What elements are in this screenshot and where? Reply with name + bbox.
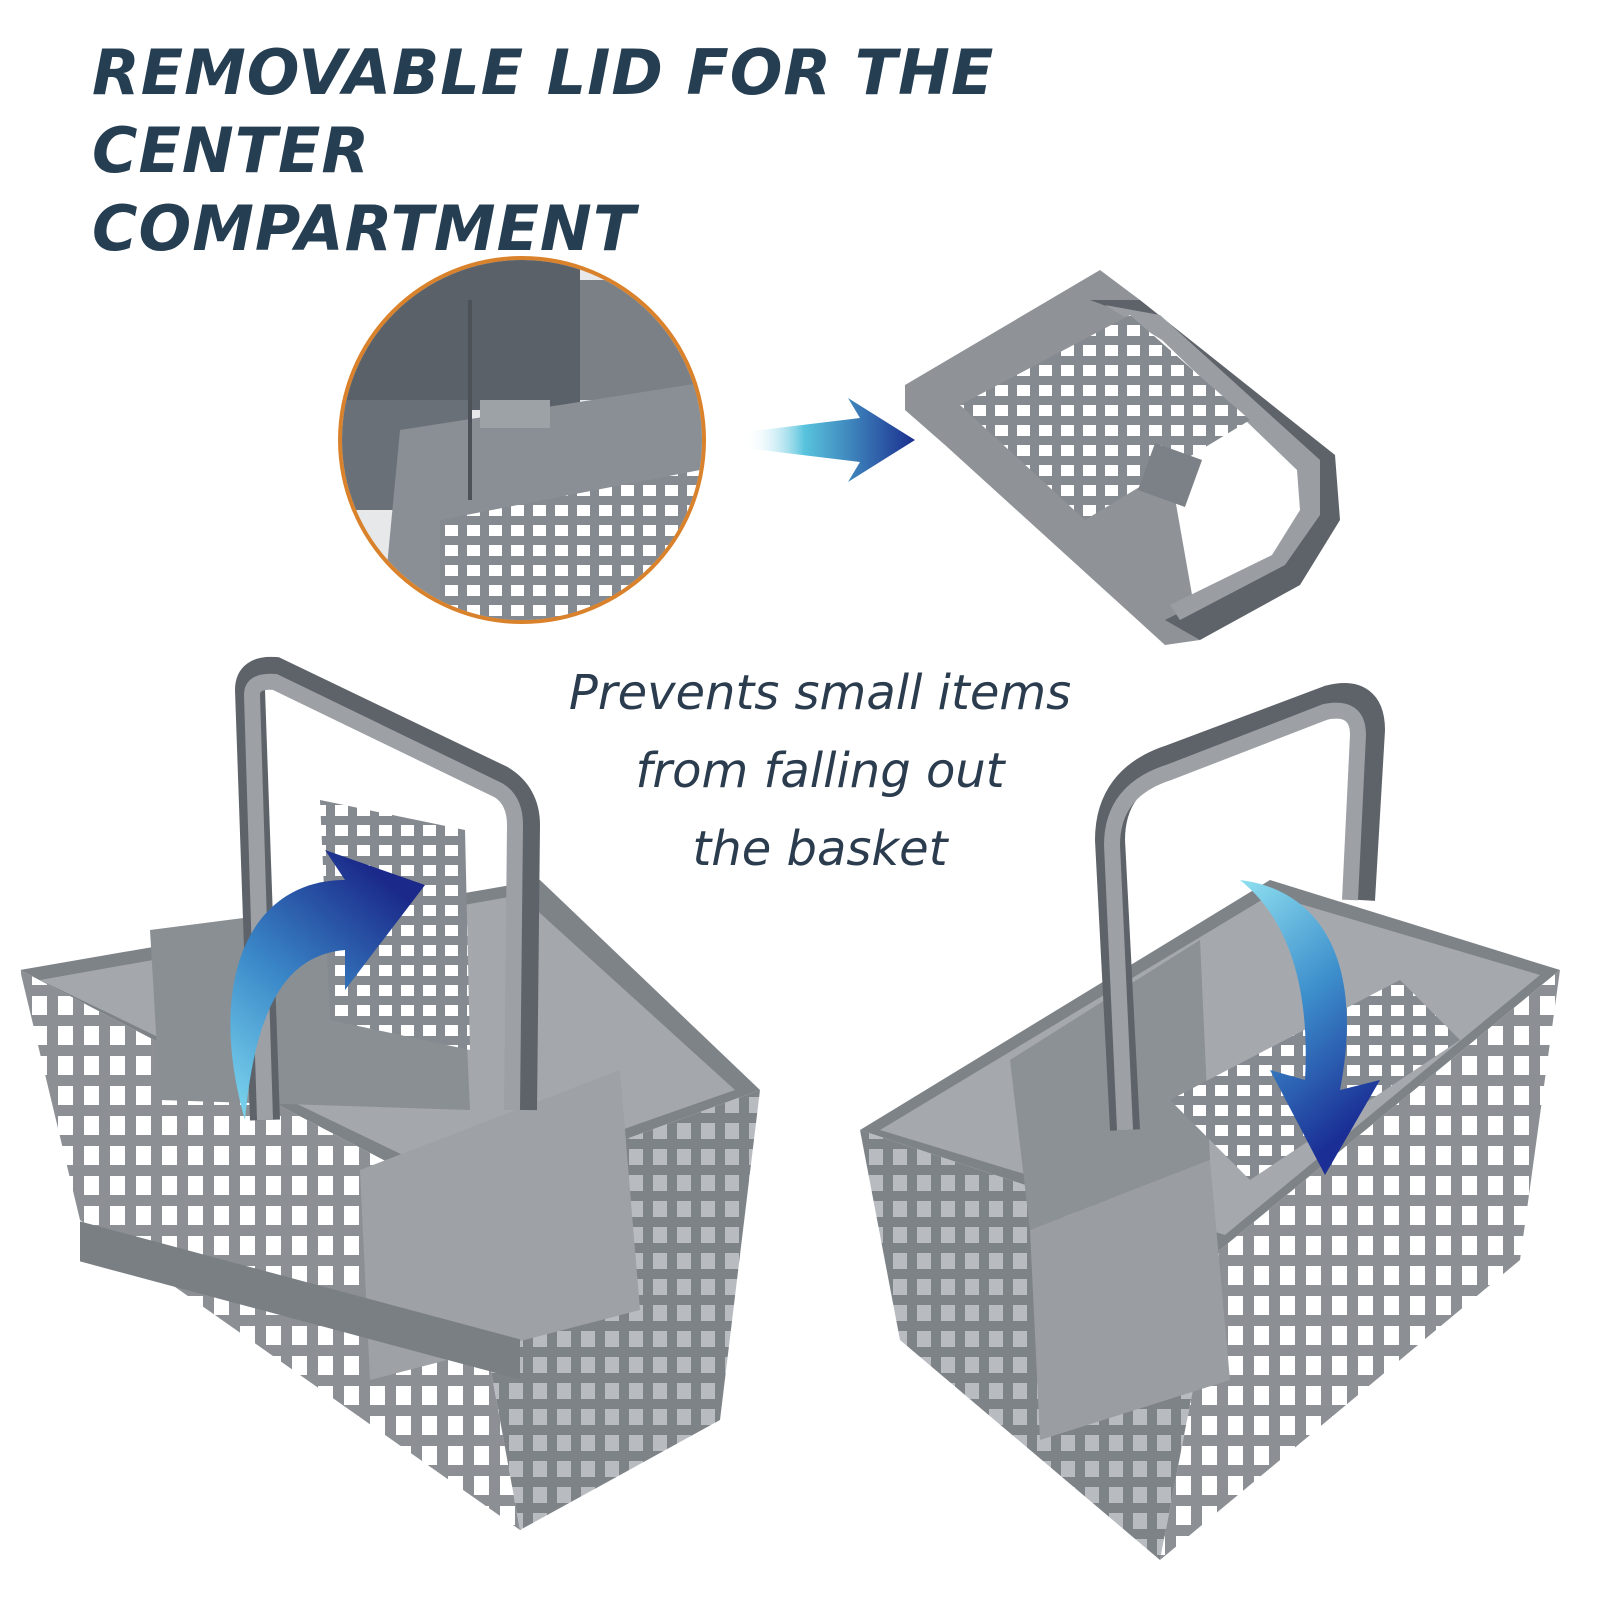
caption-text: Prevents small items from falling out th… — [520, 654, 1120, 888]
right-basket — [860, 683, 1560, 1560]
caption-line-3: the basket — [692, 821, 948, 877]
curved-arrow-down-icon — [1240, 880, 1380, 1175]
caption-line-2: from falling out — [635, 743, 1005, 799]
page-title: REMOVABLE LID FOR THE CENTER COMPARTMENT — [92, 34, 1292, 268]
title-line-2: COMPARTMENT — [92, 192, 637, 265]
left-basket — [20, 656, 760, 1530]
closeup-circle — [338, 256, 706, 624]
title-line-1: REMOVABLE LID FOR THE CENTER — [92, 36, 995, 187]
removed-lid — [905, 270, 1340, 645]
curved-arrow-up-icon — [230, 850, 425, 1120]
arrow-right-icon — [745, 398, 915, 482]
caption-line-1: Prevents small items — [568, 665, 1072, 721]
